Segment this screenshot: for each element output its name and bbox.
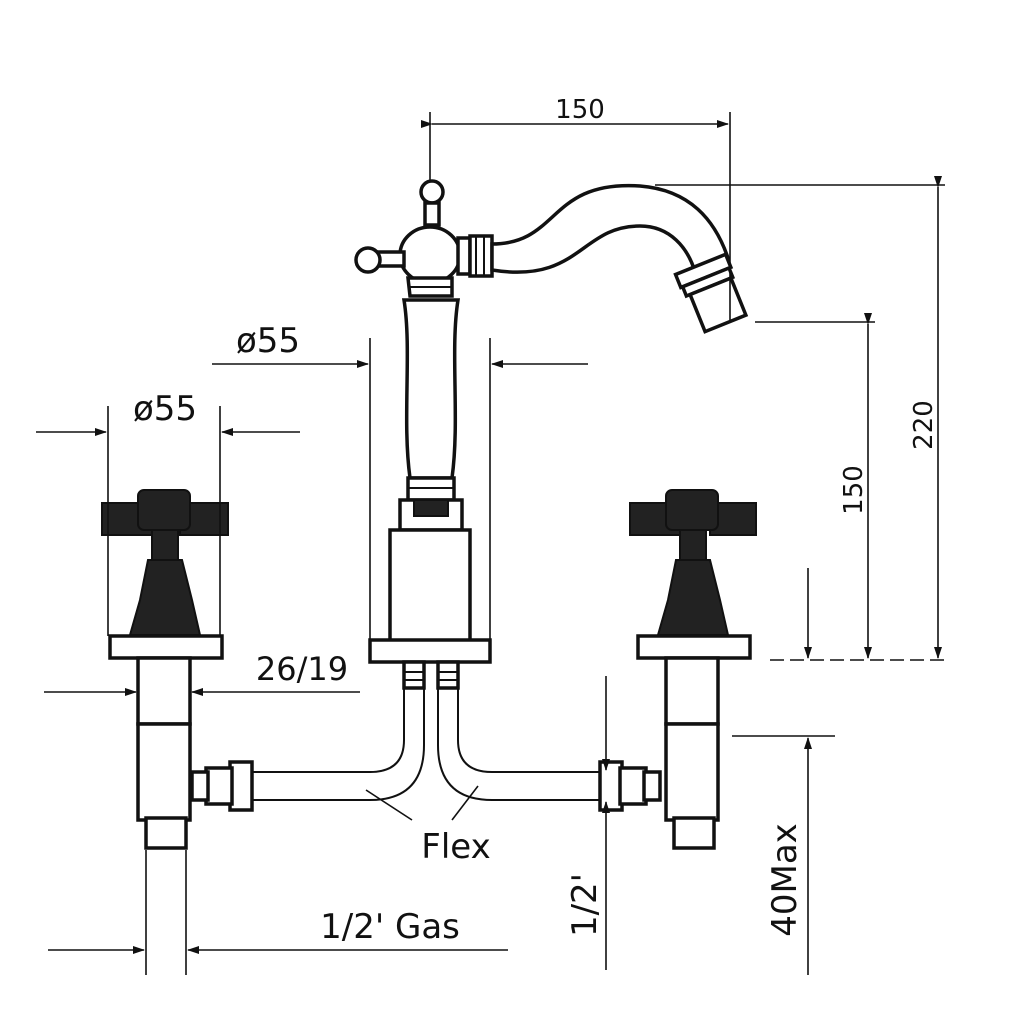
label-inlet-size: 1/2' — [565, 873, 605, 937]
label-inlet-thread: 1/2' Gas — [320, 907, 460, 947]
label-handle-diameter: ø55 — [133, 389, 197, 429]
label-valve-body-diameter: 26/19 — [256, 650, 348, 688]
label-max-deck-thickness: 40Max — [765, 823, 805, 937]
right-flange — [636, 634, 752, 660]
aerator — [687, 275, 749, 334]
spout — [490, 183, 731, 275]
center-flange — [368, 638, 492, 664]
cross-handle-icon — [665, 489, 719, 531]
label-spout-reach: 150 — [555, 95, 605, 125]
lever-knob — [419, 179, 445, 205]
label-total-height: 220 — [909, 400, 939, 450]
label-spout-height: 150 — [839, 465, 869, 515]
flex-hoses — [190, 688, 662, 812]
cross-handle-icon — [137, 489, 191, 531]
spout-stem — [401, 298, 461, 480]
left-valve — [101, 489, 229, 850]
label-spout-body-diameter: ø55 — [236, 321, 300, 361]
label-hose-type: Flex — [421, 827, 490, 867]
side-lever-knob — [354, 246, 382, 274]
right-valve — [629, 489, 757, 850]
dimensions — [36, 112, 945, 975]
left-flange — [108, 634, 224, 660]
mixer-body — [388, 528, 472, 644]
spout-assembly — [354, 179, 749, 690]
